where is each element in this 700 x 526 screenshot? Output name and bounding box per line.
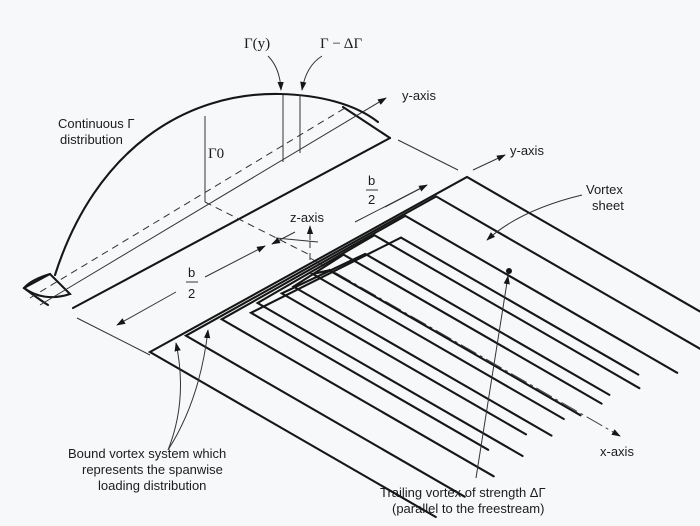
vortex-sheet-pointer bbox=[486, 194, 583, 241]
gamma-distribution-curve bbox=[53, 92, 380, 277]
horseshoe-vortex-7 bbox=[279, 252, 611, 436]
b2-lower-dim-left bbox=[116, 291, 177, 326]
label-b-lower: b bbox=[188, 265, 195, 280]
label-2-upper: 2 bbox=[368, 192, 375, 207]
horseshoe-vortex-1 bbox=[147, 175, 700, 519]
wing bbox=[22, 97, 392, 310]
wing-tip bbox=[341, 105, 392, 140]
root-dim-extension bbox=[76, 317, 151, 356]
b2-lower-dim-right bbox=[204, 245, 266, 278]
root-dashed-line bbox=[204, 201, 311, 256]
gamma-minus-pointer bbox=[300, 55, 323, 91]
label-z-axis: z-axis bbox=[290, 210, 324, 225]
b2-upper-dimension bbox=[354, 184, 428, 223]
tip-dim-extension bbox=[397, 139, 459, 171]
label-bound-1: Bound vortex system which bbox=[68, 446, 226, 461]
horseshoe-vortex-2 bbox=[183, 195, 700, 498]
gamma-y-pointer bbox=[267, 55, 284, 91]
upper-y-axis bbox=[39, 97, 387, 306]
label-trailing-1: Trailing vortex of strength ΔΓ bbox=[380, 485, 546, 500]
wing-leading-root bbox=[22, 272, 52, 290]
label-continuous-1: Continuous Γ bbox=[58, 116, 135, 131]
lower-y-axis bbox=[472, 154, 506, 171]
wing-root-airfoil bbox=[22, 272, 72, 299]
label-vortex-sheet-2: sheet bbox=[592, 198, 624, 213]
x-axis-line bbox=[309, 257, 621, 437]
horseshoe-vortex-system bbox=[147, 175, 700, 519]
label-bound-3: loading distribution bbox=[98, 478, 206, 493]
label-y-axis-upper: y-axis bbox=[402, 88, 436, 103]
label-continuous-2: distribution bbox=[60, 132, 123, 147]
b2-center-left-arrow bbox=[271, 231, 296, 245]
label-2-lower: 2 bbox=[188, 286, 195, 301]
label-gamma-minus-delta: Γ − ΔΓ bbox=[320, 36, 362, 52]
horseshoe-vortex-8 bbox=[248, 236, 640, 451]
wing-trailing-edge bbox=[71, 136, 392, 310]
horseshoe-vortex-3 bbox=[219, 214, 679, 478]
label-y-axis-lower: y-axis bbox=[510, 143, 544, 158]
bound-vortex-pointer-1 bbox=[167, 342, 181, 451]
label-gamma-y: Γ(y) bbox=[244, 36, 270, 52]
label-gamma-0: Γ0 bbox=[208, 146, 224, 162]
trailing-vortex-pointer bbox=[475, 275, 510, 479]
trailing-vortex-point bbox=[506, 268, 512, 274]
label-trailing-2: (parallel to the freestream) bbox=[392, 501, 544, 516]
label-vortex-sheet-1: Vortex bbox=[586, 182, 623, 197]
quarter-chord-line bbox=[29, 107, 346, 299]
wing-root-lower bbox=[22, 286, 50, 307]
label-b-upper: b bbox=[368, 173, 375, 188]
horseshoe-vortex-6 bbox=[309, 269, 582, 421]
horseshoe-vortex-5 bbox=[291, 253, 603, 437]
label-x-axis: x-axis bbox=[600, 444, 634, 459]
bound-vortex-pointer-2 bbox=[167, 329, 211, 451]
horseshoe-vortex-4 bbox=[255, 233, 641, 458]
label-bound-2: represents the spanwise bbox=[82, 462, 223, 477]
